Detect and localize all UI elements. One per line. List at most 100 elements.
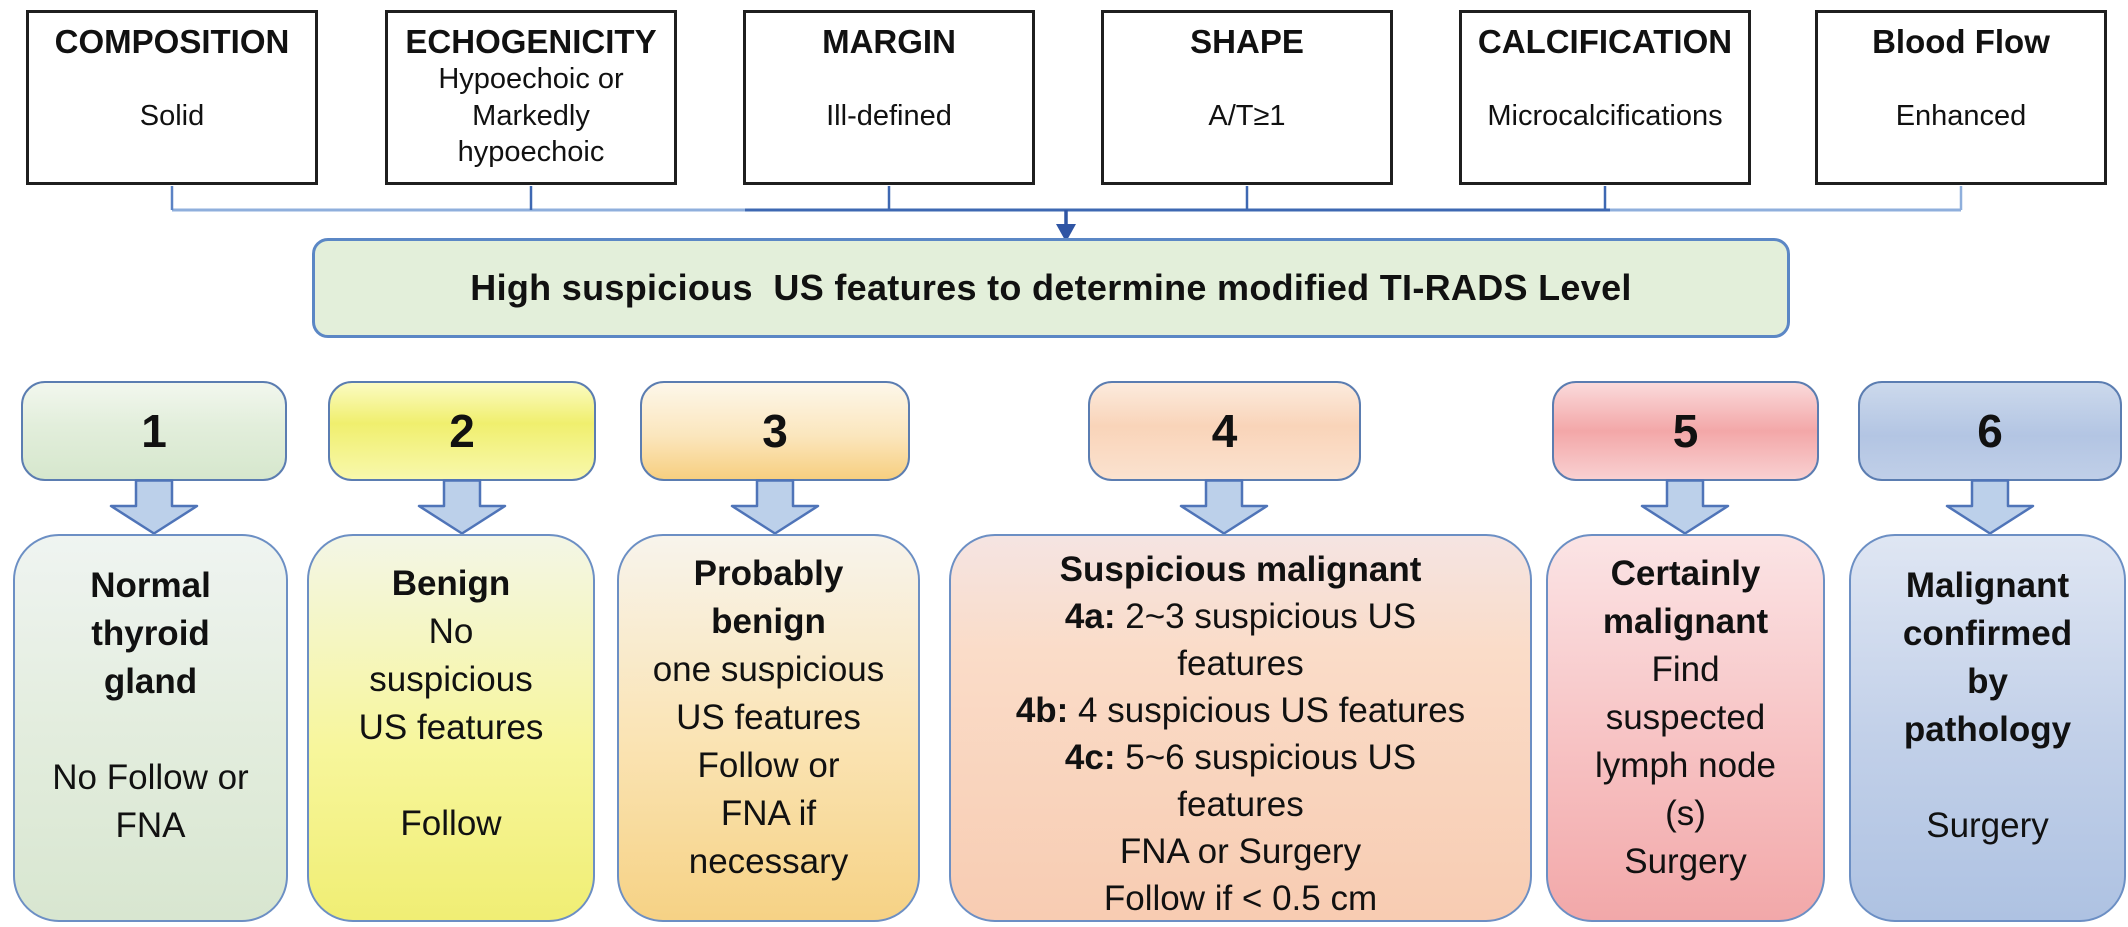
result-line-segment: No Follow or [52, 758, 249, 797]
result-line: confirmed [1851, 610, 2124, 658]
feature-value-wrap: A/T≥1 [1108, 60, 1386, 172]
result-line-segment: US features [358, 708, 544, 747]
result-line-bold-segment: by [1967, 662, 2008, 701]
result-line-bold-segment: 4a: [1064, 597, 1116, 636]
result-line: US features [309, 704, 593, 752]
level-1-badge: 1 [21, 381, 287, 481]
feature-title: Blood Flow [1872, 23, 2050, 60]
feature-title: SHAPE [1190, 23, 1304, 60]
result-line [309, 752, 593, 800]
result-line-segment: No [428, 612, 474, 651]
level-number: 5 [1672, 405, 1699, 457]
result-line-bold-segment: 4c: [1064, 738, 1116, 777]
result-line-segment: FNA or Surgery [1119, 832, 1362, 871]
result-line [1851, 754, 2124, 802]
result-line-bold-segment: thyroid [91, 614, 210, 653]
result-line-bold-segment: Normal [90, 566, 211, 605]
result-line: US features [619, 694, 918, 742]
summary-banner-label: High suspicious US features to determine… [470, 267, 1632, 308]
result-line: thyroid [15, 610, 286, 658]
result-line: FNA [15, 802, 286, 850]
result-line-segment: FNA [115, 806, 186, 845]
result-line: by [1851, 658, 2124, 706]
result-line: Follow [309, 800, 593, 848]
feature-box-echogenicity: ECHOGENICITY Hypoechoic or Markedly hypo… [385, 10, 677, 185]
result-line-segment: lymph node [1595, 746, 1776, 785]
result-line: one suspicious [619, 646, 918, 694]
feature-value: Solid [139, 99, 205, 132]
result-line: malignant [1548, 598, 1823, 646]
result-line-segment: suspicious [369, 660, 533, 699]
result-line-segment: Follow if < 0.5 cm [1103, 879, 1378, 918]
result-line-bold-segment: confirmed [1902, 614, 2073, 653]
result-line-bold-segment: 4b: [1015, 691, 1069, 730]
result-line-bold-segment: Suspicious malignant [1059, 550, 1422, 589]
result-line: (s) [1548, 790, 1823, 838]
result-line-segment: (s) [1665, 794, 1706, 833]
result-line-bold-segment: Certainly [1610, 554, 1761, 593]
result-line-segment: Find [1651, 650, 1720, 689]
result-line-bold-segment: Benign [391, 564, 511, 603]
result-line-segment: 2~3 suspicious US [1115, 597, 1417, 636]
down-block-arrow-icon [1945, 479, 2035, 535]
feature-value: Microcalcifications [1487, 99, 1723, 132]
feature-value: Enhanced [1895, 99, 2027, 132]
result-line: Probably [619, 550, 918, 598]
feature-title: ECHOGENICITY [405, 23, 657, 60]
feature-box-margin: MARGIN Ill-defined [743, 10, 1035, 185]
result-line: 4a: 2~3 suspicious US [951, 593, 1530, 640]
feature-box-composition: COMPOSITION Solid [26, 10, 318, 185]
result-line: necessary [619, 838, 918, 886]
result-line: 4c: 5~6 suspicious US [951, 734, 1530, 781]
result-line: Certainly [1548, 550, 1823, 598]
summary-banner: High suspicious US features to determine… [312, 238, 1790, 338]
result-line: No [309, 608, 593, 656]
result-line: suspicious [309, 656, 593, 704]
result-line-segment: features [1177, 785, 1304, 824]
result-line-segment: one suspicious [652, 650, 885, 689]
result-line: pathology [1851, 706, 2124, 754]
result-line-segment: 5~6 suspicious US [1115, 738, 1417, 777]
feature-value: Ill-defined [826, 99, 952, 132]
result-line-segment: features [1177, 644, 1304, 683]
down-block-arrow-icon [1640, 479, 1730, 535]
result-line-segment: Surgery [1624, 842, 1747, 881]
down-block-arrow-icon [730, 479, 820, 535]
result-line-bold-segment: benign [711, 602, 826, 641]
feature-title: MARGIN [822, 23, 956, 60]
result-line: FNA if [619, 790, 918, 838]
level-4-result-box: Suspicious malignant 4a: 2~3 suspicious U… [949, 534, 1532, 922]
feature-value: Hypoechoic or Markedly hypoechoic [438, 63, 624, 169]
level-number: 1 [141, 405, 167, 457]
feature-value: A/T≥1 [1208, 99, 1286, 132]
result-line: 4b: 4 suspicious US features [951, 687, 1530, 734]
result-line-bold-segment: Malignant [1905, 566, 2070, 605]
result-line-bold-segment: malignant [1602, 602, 1769, 641]
result-line: features [951, 781, 1530, 828]
level-number: 3 [762, 405, 788, 457]
level-4-result-text: Suspicious malignant 4a: 2~3 suspicious U… [951, 546, 1530, 920]
feature-box-shape: SHAPE A/T≥1 [1101, 10, 1393, 185]
feature-title: CALCIFICATION [1477, 23, 1733, 60]
result-line: Suspicious malignant [951, 546, 1530, 593]
down-block-arrow-icon [109, 479, 199, 535]
feature-value-wrap: Solid [33, 60, 311, 172]
result-line: Normal [15, 562, 286, 610]
down-block-arrow-icon [417, 479, 507, 535]
result-line: Surgery [1548, 838, 1823, 886]
level-number: 6 [1977, 405, 2003, 457]
feature-value-wrap: Hypoechoic or Markedly hypoechoic [392, 60, 670, 172]
result-line-segment: FNA if [720, 794, 817, 833]
feature-value-wrap: Ill-defined [750, 60, 1028, 172]
feature-title: COMPOSITION [54, 23, 290, 60]
